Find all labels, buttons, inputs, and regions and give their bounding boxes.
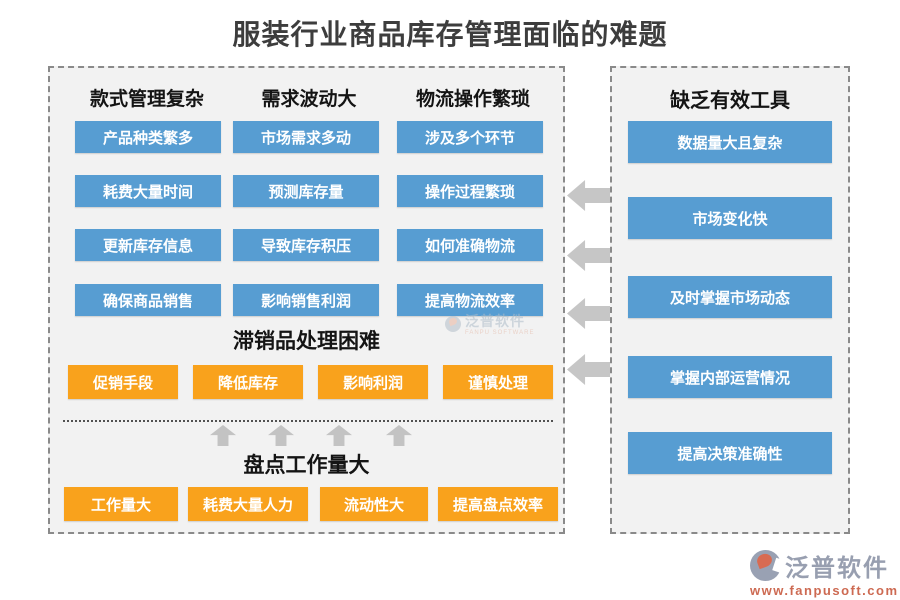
- fanpu-logo-icon: [445, 316, 461, 332]
- arrow-left-icon: [567, 354, 610, 385]
- challenge-item: 更新库存信息: [75, 229, 221, 261]
- column-header-demand-fluctuation: 需求波动大: [261, 88, 357, 110]
- challenge-item: 市场需求多动: [233, 121, 379, 153]
- footer-brand-name: 泛普软件: [785, 555, 889, 582]
- tool-need-item: 数据量大且复杂: [628, 121, 832, 163]
- challenge-item: 耗费大量时间: [75, 175, 221, 207]
- tool-need-item: 提高决策准确性: [628, 432, 832, 474]
- arrow-up-icon: [268, 425, 294, 446]
- stocktake-item: 提高盘点效率: [438, 487, 558, 521]
- tool-need-item: 掌握内部运营情况: [628, 356, 832, 398]
- challenge-item: 影响销售利润: [233, 284, 379, 316]
- fanpu-logo-icon: [750, 550, 781, 581]
- tool-need-item: 市场变化快: [628, 197, 832, 239]
- challenge-item: 提高物流效率: [397, 284, 543, 316]
- section-header-stagnant-goods: 滞销品处理困难: [233, 328, 380, 353]
- dotted-divider: [63, 420, 553, 422]
- column-header-style-management: 款式管理复杂: [89, 88, 204, 110]
- section-header-stocktaking: 盘点工作量大: [243, 452, 370, 477]
- challenge-item: 确保商品销售: [75, 284, 221, 316]
- challenge-item: 操作过程繁琐: [397, 175, 543, 207]
- missing-tools-panel: 缺乏有效工具 数据量大且复杂 市场变化快 及时掌握市场动态 掌握内部运营情况 提…: [610, 66, 850, 534]
- watermark-brand-subtext: FANPU SOFTWARE: [465, 330, 535, 336]
- challenge-item: 产品种类繁多: [75, 121, 221, 153]
- stocktake-item: 耗费大量人力: [188, 487, 308, 521]
- stocktake-item: 工作量大: [64, 487, 178, 521]
- footer-brand: 泛普软件 www.fanpusoft.com: [750, 548, 899, 598]
- challenge-item: 导致库存积压: [233, 229, 379, 261]
- footer-brand-website: www.fanpusoft.com: [750, 583, 899, 598]
- page-title: 服装行业商品库存管理面临的难题: [232, 18, 668, 51]
- challenge-item: 涉及多个环节: [397, 121, 543, 153]
- watermark-brand-text: 泛普软件: [465, 313, 525, 329]
- stagnant-item: 促销手段: [68, 365, 178, 399]
- challenge-item: 如何准确物流: [397, 229, 543, 261]
- column-header-logistics: 物流操作繁琐: [415, 88, 530, 110]
- stagnant-item: 降低库存: [193, 365, 303, 399]
- arrow-left-icon: [567, 240, 610, 271]
- stagnant-item: 谨慎处理: [443, 365, 553, 399]
- challenge-item: 预测库存量: [233, 175, 379, 207]
- arrow-up-icon: [386, 425, 412, 446]
- brand-watermark: 泛普软件 FANPU SOFTWARE: [445, 314, 575, 336]
- tool-need-item: 及时掌握市场动态: [628, 276, 832, 318]
- section-header-lack-of-tools: 缺乏有效工具: [670, 88, 790, 112]
- arrow-up-icon: [326, 425, 352, 446]
- arrow-left-icon: [567, 180, 610, 211]
- stocktake-item: 流动性大: [320, 487, 428, 521]
- arrow-up-icon: [210, 425, 236, 446]
- challenges-panel: 款式管理复杂 需求波动大 物流操作繁琐 产品种类繁多 耗费大量时间 更新库存信息…: [48, 66, 565, 534]
- stagnant-item: 影响利润: [318, 365, 428, 399]
